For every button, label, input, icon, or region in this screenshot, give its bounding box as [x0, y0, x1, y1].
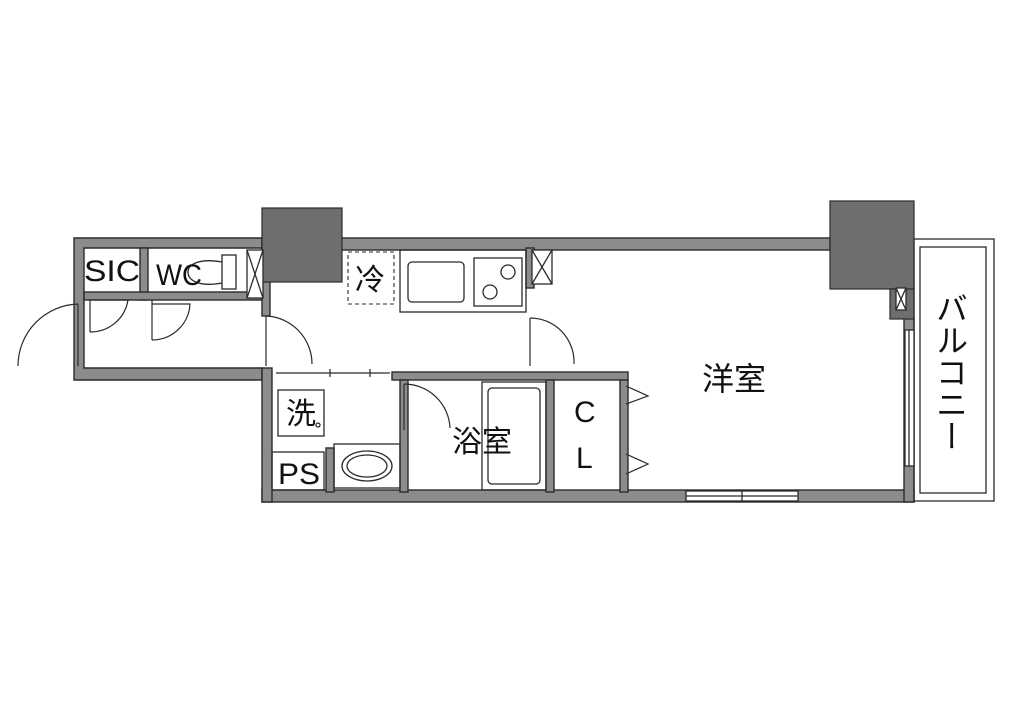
- pillar-left: [261, 207, 343, 283]
- fridge-label: 冷: [355, 263, 385, 298]
- sic-label: SIC: [84, 255, 140, 288]
- fridge-space: [347, 251, 395, 305]
- western-room-label: 洋室: [702, 360, 766, 398]
- kitchen-counter: [399, 249, 527, 313]
- closet-c-label: C: [574, 396, 596, 429]
- ps-label: PS: [278, 458, 320, 491]
- washbasin: [333, 443, 401, 489]
- closet-l-label: L: [576, 442, 593, 475]
- doors: [17, 299, 650, 475]
- washer-label: 洗: [286, 397, 316, 432]
- shaft-boxes: [246, 249, 907, 311]
- ps-box: [271, 451, 325, 491]
- pillar-right: [829, 200, 915, 290]
- wc-label: WC: [156, 259, 202, 292]
- bath-label: 浴室: [452, 425, 512, 460]
- washer-box: [277, 389, 325, 437]
- windows: [685, 329, 915, 502]
- balcony-label: バルコニー: [931, 292, 969, 452]
- bathtub: [481, 381, 547, 491]
- toilet: [187, 254, 237, 290]
